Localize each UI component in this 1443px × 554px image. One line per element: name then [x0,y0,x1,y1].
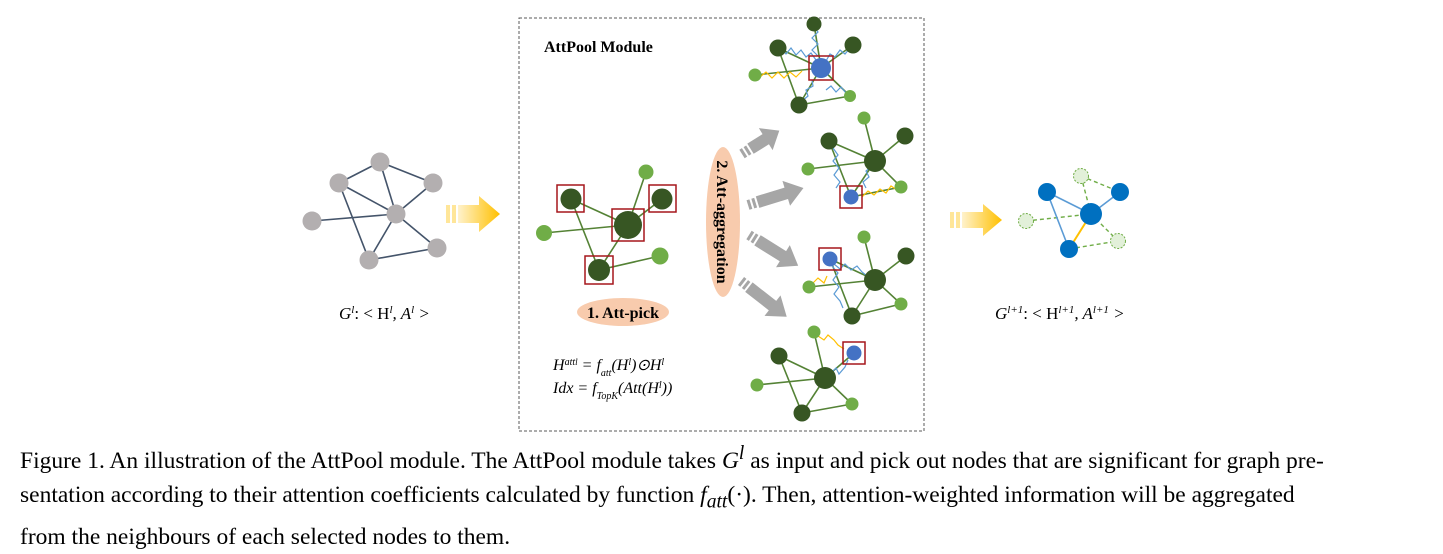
caption-line-2: sentation according to their attention c… [20,481,1295,513]
aggregation-graph-2-selection-box [839,185,863,209]
att-pick-label-bg [577,298,669,326]
output-graph [1018,168,1129,258]
aggregation-graph-4-dark-nodes [770,347,836,422]
input-graph-edges [311,161,438,261]
output-label: Gl+1: < Hl+1, Al+1 > [995,304,1125,323]
att-pick-graph [536,164,677,285]
aggregation-graph-3-selected-node [822,251,838,267]
aggregation-graph-3-selection-box [818,247,842,271]
aggregation-graph-2-light-nodes [801,111,908,194]
caption-line-1: Figure 1. An illustration of the AttPool… [20,443,1324,474]
gray-arrow-3 [746,230,799,268]
input-label: Gl: < Hl, Al > [339,304,430,323]
aggregation-graph-4-selected-node [846,345,862,361]
aggregation-graph-1-attention-flows [759,25,851,102]
aggregation-graph-1-dark-nodes [769,16,862,114]
att-pick-selection-boxes [556,184,677,285]
gray-arrow-1 [739,128,780,159]
attpool-module-box [518,17,925,432]
yellow-arrow-output [950,204,1002,236]
aggregation-graph-1-light-nodes [748,68,856,102]
formula-topk: Idx = fTopK(Att(Hl)) [552,380,672,402]
att-pick-label: 1. Att-pick [587,305,659,322]
attpool-figure: Gl: < Hl, Al > AttPool Module [302,16,1129,432]
att-aggregation-label-bg [706,147,740,297]
gray-arrows [737,128,804,317]
aggregation-graph-2-dark-nodes [820,127,914,172]
aggregation-graph-4-light-nodes [750,325,859,411]
aggregation-graph-1 [748,16,862,114]
output-graph-removed-nodes [1018,168,1126,249]
aggregation-graph-3-light-nodes [802,230,908,311]
att-pick-dark-nodes [560,188,673,281]
caption-line-3: from the neighbours of each selected nod… [20,523,511,550]
aggregation-graph-4-edges [756,331,855,414]
input-graph [302,152,447,270]
aggregation-graph-2 [801,111,914,209]
aggregation-graph-3-dark-nodes [843,247,915,325]
att-pick-light-nodes [536,164,669,265]
aggregation-graph-1-selection-box [808,55,834,81]
formula-attention: Hattl = fatt(Hl)⊙Hl [552,357,664,379]
input-graph-nodes [302,152,447,270]
yellow-arrow-input [446,196,500,232]
aggregation-graph-1-edges [754,23,854,106]
gray-arrow-2 [746,180,804,210]
aggregation-graph-3-edges [808,236,907,317]
aggregation-graph-1-selected-node [811,58,831,78]
figure-caption: Figure 1. An illustration of the AttPool… [20,437,1425,554]
aggregation-graph-3-attention-flows [811,263,868,309]
aggregation-graph-3 [802,230,915,325]
output-graph-pooled-nodes [1038,183,1129,258]
aggregation-graph-2-selected-node [843,189,859,205]
att-aggregation-label: 2. Att-aggregation [713,160,730,283]
aggregation-graph-2-edges [807,117,906,198]
module-title: AttPool Module [544,39,653,56]
aggregation-graph-4 [750,325,866,422]
aggregation-graph-4-selection-box [842,341,866,365]
gray-arrow-4 [737,277,787,317]
